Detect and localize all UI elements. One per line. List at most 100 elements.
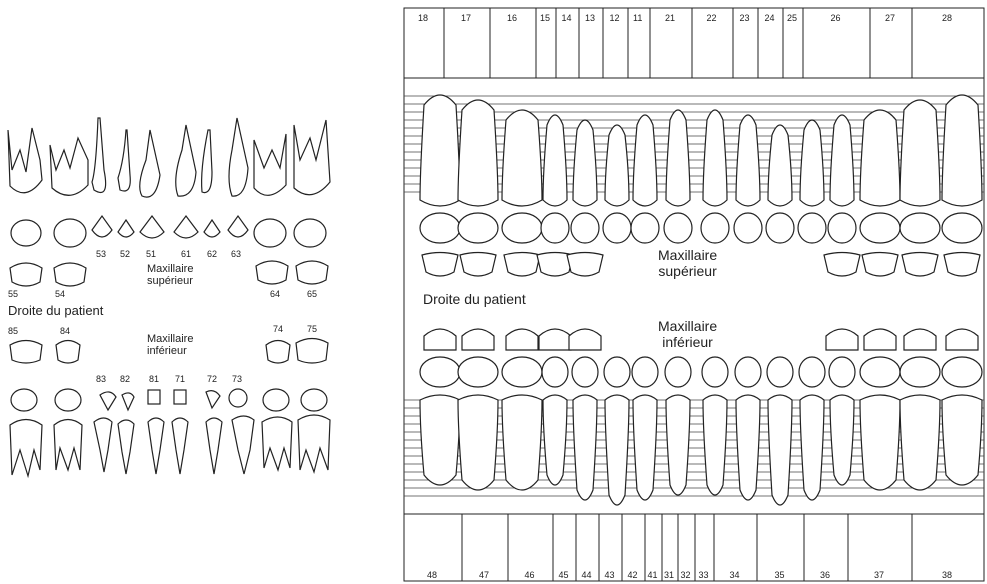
permanent-lower-jaw-label: Maxillaire inférieur: [658, 318, 717, 350]
lower-occlusal: [665, 357, 691, 387]
lower-tooth: [573, 395, 597, 500]
lower-crown-outline: [462, 329, 494, 350]
permanent-upper-label-line1: Maxillaire: [658, 247, 717, 263]
lower-jaw-label-line1: Maxillaire: [147, 333, 193, 345]
upper-occlusal: [571, 213, 599, 243]
tooth-number: 11: [633, 13, 642, 23]
tooth-number: 27: [885, 13, 895, 23]
lower-occlusal: [632, 357, 658, 387]
tooth-number: 18: [418, 13, 428, 23]
lower-tooth: [830, 395, 854, 485]
upper-occlusal: [798, 213, 826, 243]
lower-occlusal: [420, 357, 460, 387]
lower-tooth: [768, 395, 792, 505]
upper-occlusal: [860, 213, 900, 243]
deciduous-lower-teeth: [10, 415, 330, 476]
permanent-patient-right-label: Droite du patient: [420, 291, 529, 307]
lower-occlusal: [829, 357, 855, 387]
lower-occlusal: [735, 357, 761, 387]
tooth-number: 71: [175, 374, 185, 384]
tooth-number: 83: [96, 374, 106, 384]
lower-occlusal: [458, 357, 498, 387]
lower-tooth: [420, 395, 460, 485]
lower-occlusal: [942, 357, 982, 387]
permanent-top-grid: [404, 8, 984, 78]
permanent-lower-label-line2: inférieur: [658, 334, 717, 350]
lower-crown-outline: [826, 329, 858, 350]
tooth-number: 47: [479, 570, 489, 580]
upper-tooth: [633, 115, 657, 206]
lower-tooth: [633, 395, 657, 500]
tooth-number: 41: [648, 570, 658, 580]
patient-right-label: Droite du patient: [8, 303, 103, 318]
deciduous-upper-teeth: [8, 118, 330, 197]
upper-jaw-label-line1: Maxillaire: [147, 263, 193, 275]
lower-occlusal: [572, 357, 598, 387]
lower-jaw-label: Maxillaire inférieur: [147, 333, 193, 357]
tooth-number: 84: [60, 326, 70, 336]
tooth-number: 32: [681, 570, 691, 580]
upper-occlusal: [828, 213, 856, 243]
tooth-number: 52: [120, 249, 130, 259]
lower-crown-outline: [904, 329, 936, 350]
upper-occlusal: [502, 213, 542, 243]
upper-occlusal: [766, 213, 794, 243]
upper-tooth: [800, 120, 824, 206]
lower-tooth: [900, 395, 940, 490]
upper-crown-outline: [902, 253, 938, 277]
upper-occlusal: [664, 213, 692, 243]
upper-occlusal: [420, 213, 460, 243]
tooth-number: 16: [507, 13, 517, 23]
upper-tooth: [703, 110, 727, 206]
upper-occlusal: [734, 213, 762, 243]
tooth-number: 73: [232, 374, 242, 384]
lower-occlusal: [542, 357, 568, 387]
tooth-number: 21: [665, 13, 675, 23]
lower-tooth: [736, 395, 760, 500]
tooth-number: 25: [787, 13, 797, 23]
lower-tooth: [458, 395, 498, 490]
tooth-number: 23: [740, 13, 750, 23]
lower-occlusal: [860, 357, 900, 387]
tooth-number: 42: [628, 570, 638, 580]
permanent-upper-label-line2: supérieur: [658, 263, 717, 279]
upper-occlusal: [458, 213, 498, 243]
deciduous-upper-occlusal: [11, 216, 326, 247]
lower-jaw-label-line2: inférieur: [147, 345, 193, 357]
lower-tooth: [800, 395, 824, 500]
lower-crown-outline: [946, 329, 978, 350]
tooth-number: 72: [207, 374, 217, 384]
permanent-lower-label-line1: Maxillaire: [658, 318, 717, 334]
upper-occlusal: [900, 213, 940, 243]
lower-crown-outline: [539, 329, 571, 350]
lower-crown-outline: [569, 329, 601, 350]
lower-tooth: [942, 395, 982, 485]
upper-occlusal: [631, 213, 659, 243]
tooth-number: 36: [820, 570, 830, 580]
upper-occlusal: [701, 213, 729, 243]
upper-tooth: [605, 125, 629, 206]
tooth-number: 64: [270, 289, 280, 299]
upper-crown-outline: [944, 253, 980, 277]
tooth-number: 15: [540, 13, 550, 23]
tooth-number: 26: [831, 13, 841, 23]
lower-crown-outline: [424, 329, 456, 350]
tooth-number: 46: [525, 570, 535, 580]
upper-tooth: [543, 115, 567, 206]
tooth-number: 17: [461, 13, 471, 23]
lower-crown-outline: [506, 329, 538, 350]
upper-crown-outline: [504, 253, 540, 277]
tooth-number: 13: [585, 13, 595, 23]
upper-tooth: [573, 120, 597, 206]
upper-crown-outline: [422, 253, 458, 277]
upper-occlusal: [603, 213, 631, 243]
permanent-upper-jaw-label: Maxillaire supérieur: [658, 247, 717, 279]
lower-tooth: [703, 395, 727, 495]
tooth-number: 33: [699, 570, 709, 580]
tooth-number: 48: [427, 570, 437, 580]
tooth-number: 14: [562, 13, 572, 23]
tooth-number: 82: [120, 374, 130, 384]
upper-jaw-label: Maxillaire supérieur: [147, 263, 193, 287]
tooth-number: 44: [582, 570, 592, 580]
lower-occlusal: [900, 357, 940, 387]
